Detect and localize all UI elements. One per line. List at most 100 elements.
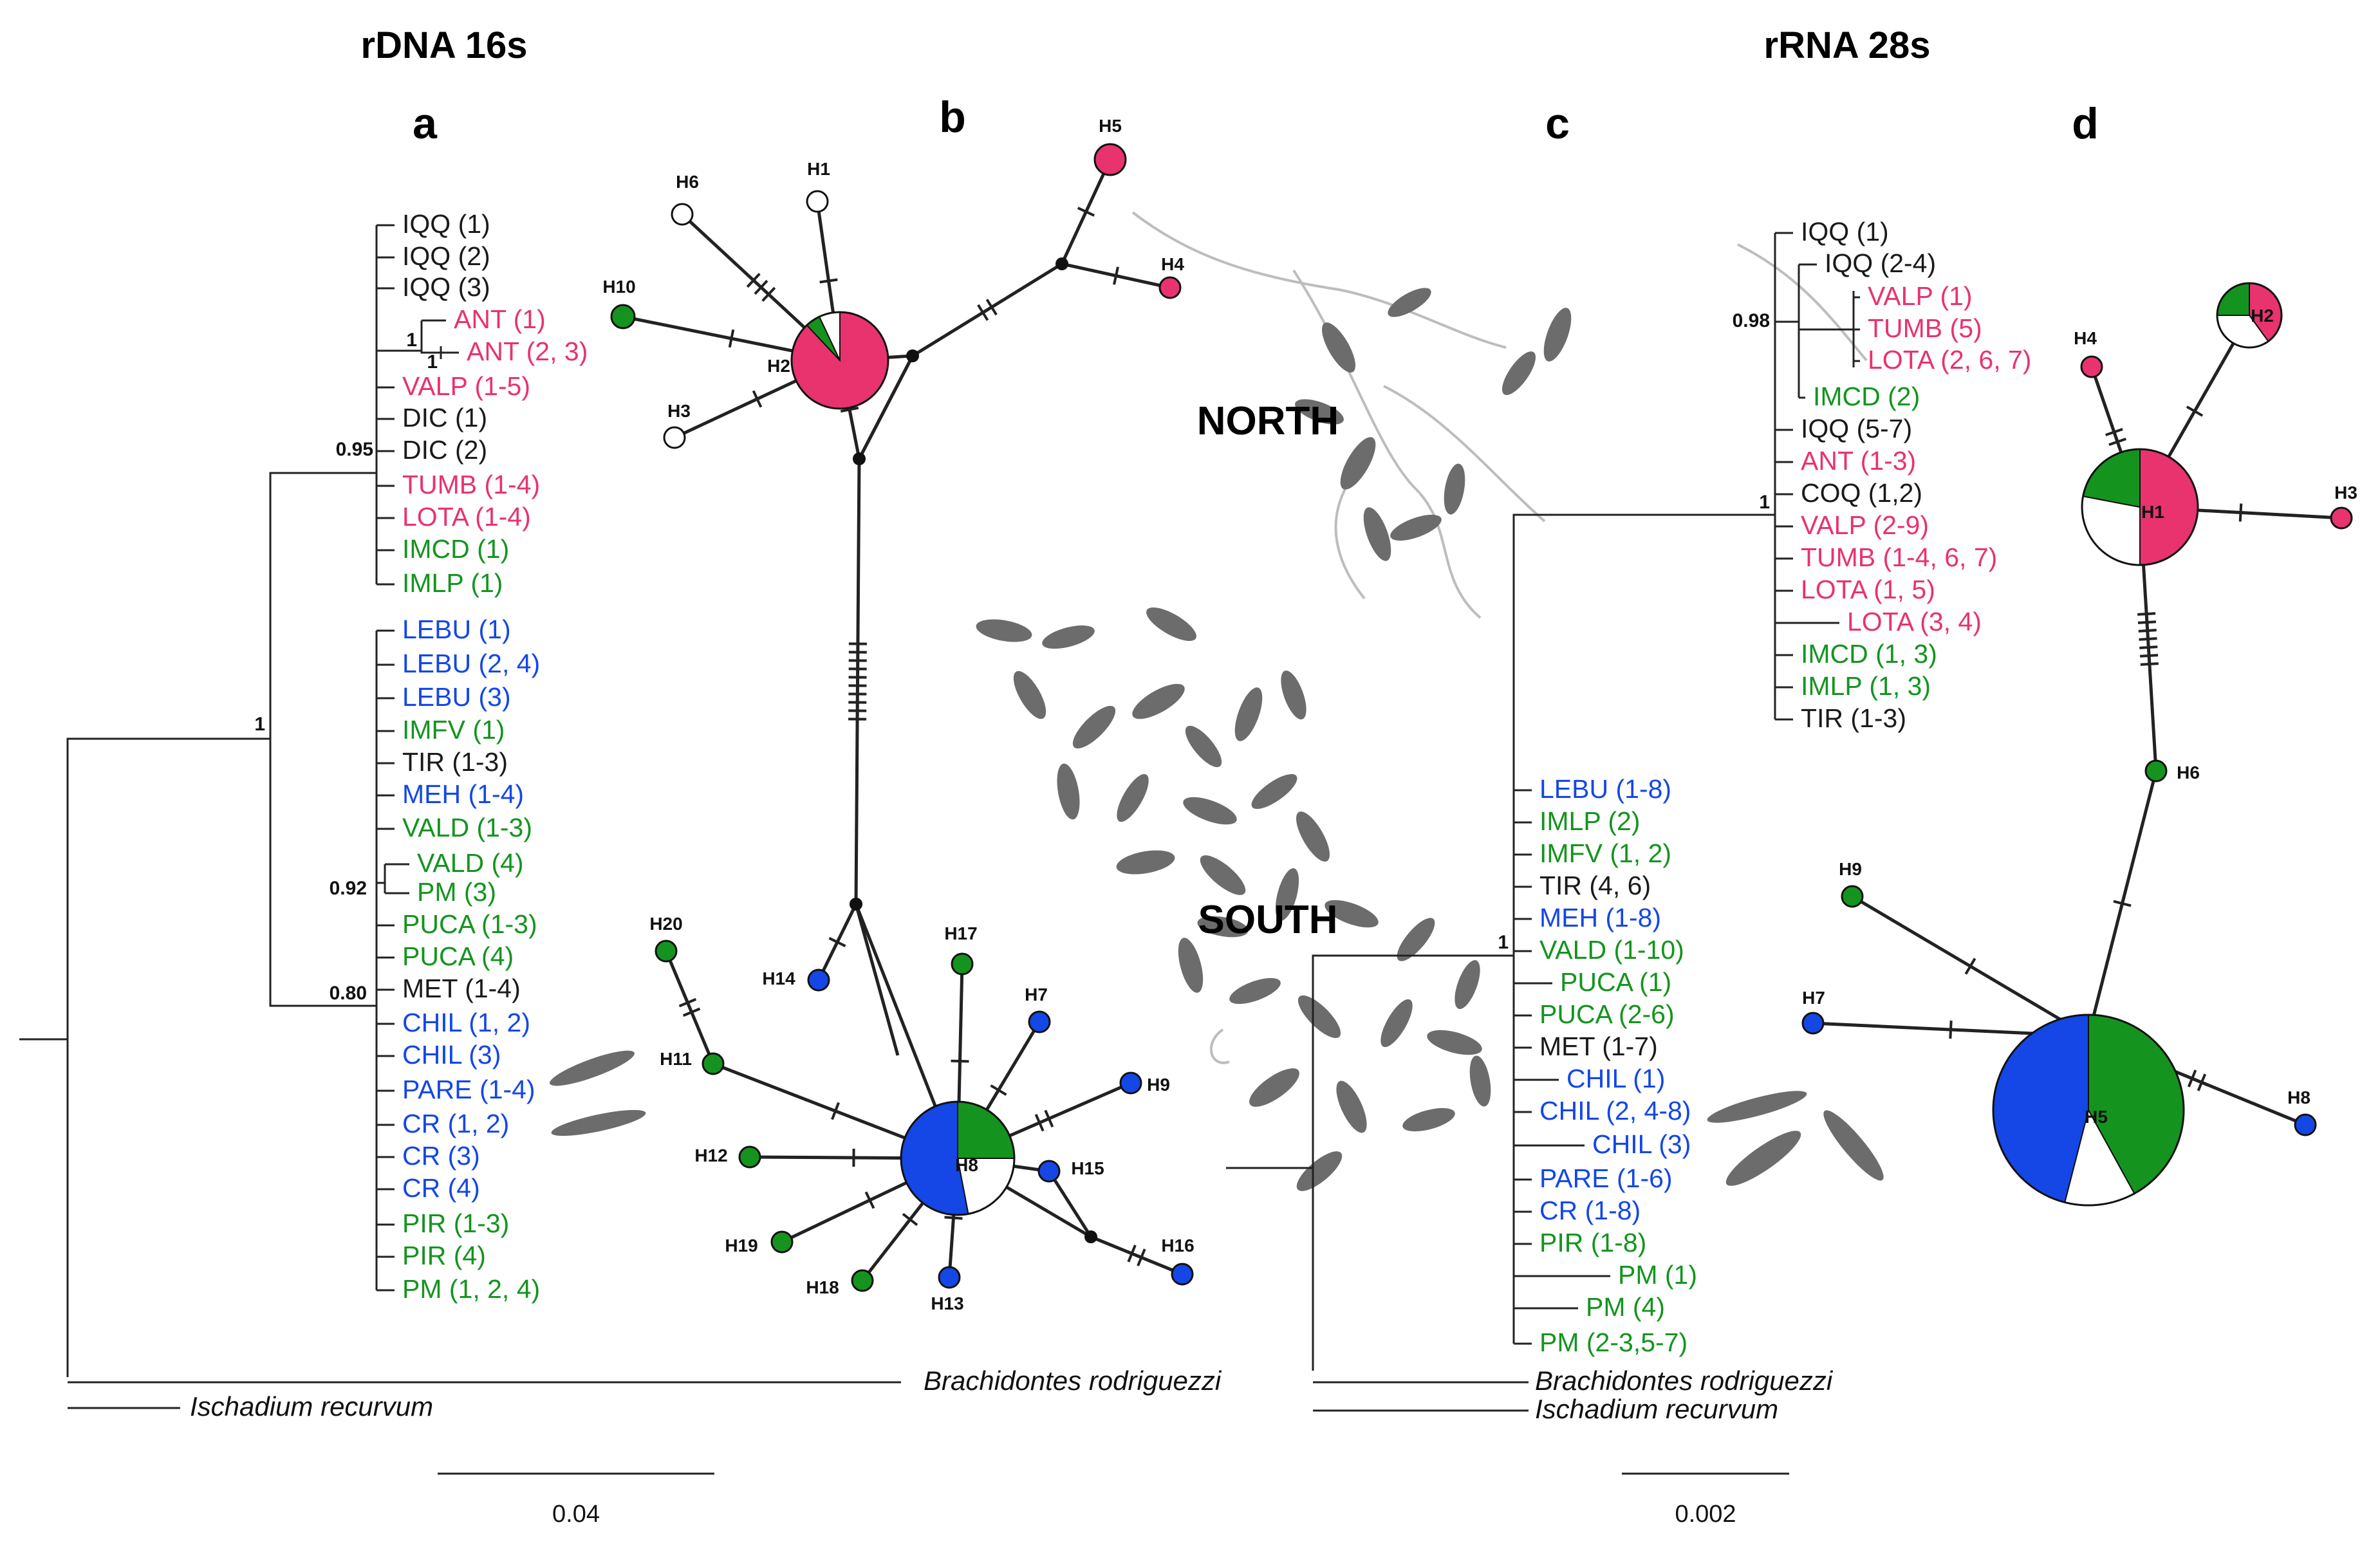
- haplotype-b-H10: [610, 304, 636, 329]
- tree-c-tip-label: CR (1-8): [1539, 1196, 1641, 1225]
- tree-a-tip-label: PUCA (1-3): [402, 909, 537, 939]
- mutation-tick: [2139, 654, 2159, 658]
- haplotype-b-H1: [806, 190, 829, 213]
- tree-c-tip-label: CHIL (2, 4-8): [1539, 1096, 1691, 1126]
- tree-a-tip-label: TIR (1-3): [402, 747, 508, 777]
- branch: [1312, 954, 1514, 1371]
- haplotype-label: H2: [767, 356, 790, 376]
- tree-a-tip-label: DIC (2): [402, 435, 487, 465]
- branch: [269, 472, 377, 1007]
- haplotype-b-H8: [900, 1100, 1016, 1216]
- mutation-tick: [2139, 645, 2158, 649]
- haplotype-b-H9: [1119, 1071, 1142, 1095]
- tree-a-tip-label: VALP (1-5): [402, 371, 530, 401]
- tree-a-tip-label: LEBU (2, 4): [402, 649, 540, 678]
- south-region-label: SOUTH: [1198, 898, 1338, 942]
- haplotype-label: H6: [2177, 763, 2200, 783]
- tree-c-tip-label: PM (2-3,5-7): [1539, 1328, 1687, 1357]
- median-vector: [1084, 1230, 1097, 1243]
- haplotype-label: H6: [676, 172, 699, 192]
- branch: [66, 737, 270, 1377]
- north-region-label: NORTH: [1197, 399, 1339, 443]
- branch: [1512, 514, 1775, 956]
- tree-c-support: 1: [1759, 492, 1770, 513]
- haplotype-label: H1: [807, 159, 830, 179]
- mutation-tick: [990, 1084, 1007, 1096]
- mutation-tick: [1113, 266, 1119, 285]
- mutation-tick: [985, 299, 998, 316]
- tree-a-tip-label: CR (4): [402, 1173, 480, 1203]
- tree-c-tip-label: MEH (1-8): [1539, 903, 1661, 932]
- mutation-tick: [1077, 207, 1095, 217]
- tree-c-tip-label: IMCD (1, 3): [1801, 639, 1937, 669]
- median-vector: [850, 898, 862, 911]
- mutation-tick: [2187, 1070, 2197, 1088]
- tree-a-tip-label: PIR (4): [402, 1241, 486, 1270]
- scale-bar-a-label: 0.04: [552, 1501, 600, 1528]
- network-edge: [911, 262, 1063, 358]
- haplotype-label: H17: [944, 923, 977, 943]
- haplotype-d-H9: [1841, 885, 1864, 908]
- haplotype-label: H2: [2251, 306, 2274, 326]
- tree-a-tip-label: PM (3): [417, 877, 496, 907]
- mutation-tick: [2140, 662, 2159, 666]
- tree-c-tip-label: IMFV (1, 2): [1539, 838, 1671, 868]
- mutation-tick: [831, 1102, 840, 1120]
- tree-a-support: 1: [406, 329, 417, 351]
- network-edge: [1090, 1235, 1183, 1276]
- haplotype-label: H8: [955, 1155, 978, 1175]
- mutation-tick: [1127, 1245, 1137, 1263]
- branch: [377, 863, 391, 894]
- median-vector: [906, 349, 919, 362]
- haplotype-label: H20: [649, 914, 682, 934]
- mutation-tick: [951, 1059, 969, 1063]
- panel-c-label: c: [1545, 99, 1570, 148]
- tree-c-tip-label: TUMB (5): [1868, 313, 1982, 343]
- branch: [420, 319, 441, 354]
- tree-a-tip-label: VALD (1-3): [402, 813, 532, 842]
- haplotype-label: H9: [1147, 1075, 1170, 1095]
- haplotype-label: H18: [806, 1277, 839, 1297]
- tree-c-tip-label: LOTA (2, 6, 7): [1868, 345, 2031, 375]
- haplotype-label: H7: [1802, 988, 1825, 1008]
- mutation-tick: [728, 329, 735, 348]
- tree-a-tip-label: VALD (4): [417, 848, 524, 878]
- tree-c-support: 0.98: [1733, 310, 1770, 331]
- mutation-tick: [761, 286, 776, 302]
- mutation-tick: [2113, 900, 2132, 907]
- haplotype-d-H7: [1801, 1012, 1825, 1035]
- haplotype-b-H7: [1028, 1010, 1051, 1033]
- haplotype-network-b: H1H2H3H4H5H6H7H8H9H10H11H12H13H14H15H16H…: [602, 116, 1194, 1313]
- tree-a-tip-label: IQQ (1): [402, 209, 490, 239]
- haplotype-label: H5: [1099, 116, 1122, 136]
- haplotype-label: H13: [931, 1293, 963, 1313]
- tree-c-tip-label: TUMB (1-4, 6, 7): [1801, 542, 1997, 572]
- tree-a-support: 0.92: [330, 878, 367, 899]
- mutation-tick: [752, 390, 763, 408]
- tree-c: [1226, 232, 1860, 1475]
- tree-c-tip-label: PIR (1-8): [1539, 1228, 1646, 1257]
- haplotype-b-H16: [1171, 1263, 1194, 1286]
- tree-a-tip-label: MEH (1-4): [402, 779, 524, 809]
- tree-c-tip-label: IQQ (1): [1801, 217, 1889, 246]
- tree-c-tip-label: PM (1): [1618, 1260, 1697, 1290]
- tree-a-tip-label: TUMB (1-4): [402, 470, 540, 499]
- tree-c-tip-label: VALP (1): [1868, 281, 1973, 311]
- network-edge: [857, 355, 915, 460]
- haplotype-d-H8: [2294, 1113, 2317, 1136]
- tree-a-tip-label: PUCA (4): [402, 941, 514, 971]
- mutation-tick: [2137, 612, 2156, 616]
- tree-c-outgroup: Ischadium recurvum: [1535, 1394, 1778, 1424]
- left-title: rDNA 16s: [361, 24, 528, 66]
- tree-a-tip-label: DIC (1): [402, 403, 487, 432]
- mutation-tick: [828, 937, 846, 947]
- tree-c-tip-label: IMLP (1, 3): [1801, 671, 1931, 701]
- haplotype-label: H4: [2074, 328, 2097, 348]
- haplotype-d-H4: [2080, 355, 2103, 378]
- tree-c-tip-label: TIR (1-3): [1801, 703, 1906, 733]
- haplotype-label: H7: [1025, 985, 1048, 1005]
- haplotype-label: H19: [725, 1236, 758, 1255]
- mutation-tick: [819, 278, 838, 284]
- tree-a-support: 1: [427, 351, 438, 373]
